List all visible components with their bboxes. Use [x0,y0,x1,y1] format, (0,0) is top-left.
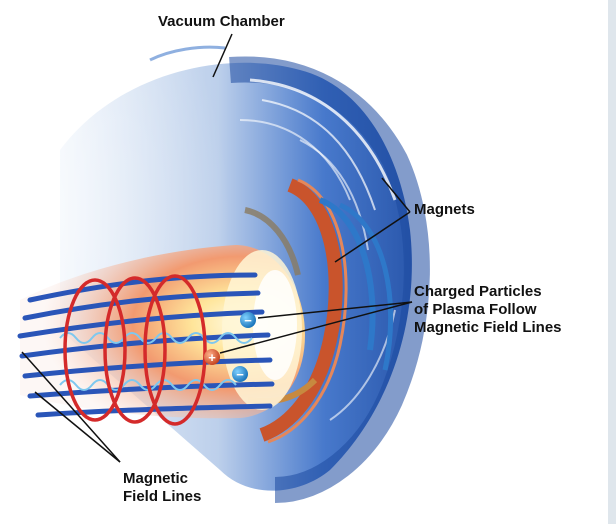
label-vacuum-chamber: Vacuum Chamber [158,13,285,31]
label-charged-particles: Charged Particles of Plasma Follow Magne… [414,283,562,337]
right-edge-strip [608,0,616,524]
negative-sign: − [236,367,244,382]
label-magnetic-field-lines: Magnetic Field Lines [123,470,201,506]
negative-sign: − [244,313,252,328]
positive-sign: + [208,350,216,365]
label-magnets: Magnets [414,201,475,219]
